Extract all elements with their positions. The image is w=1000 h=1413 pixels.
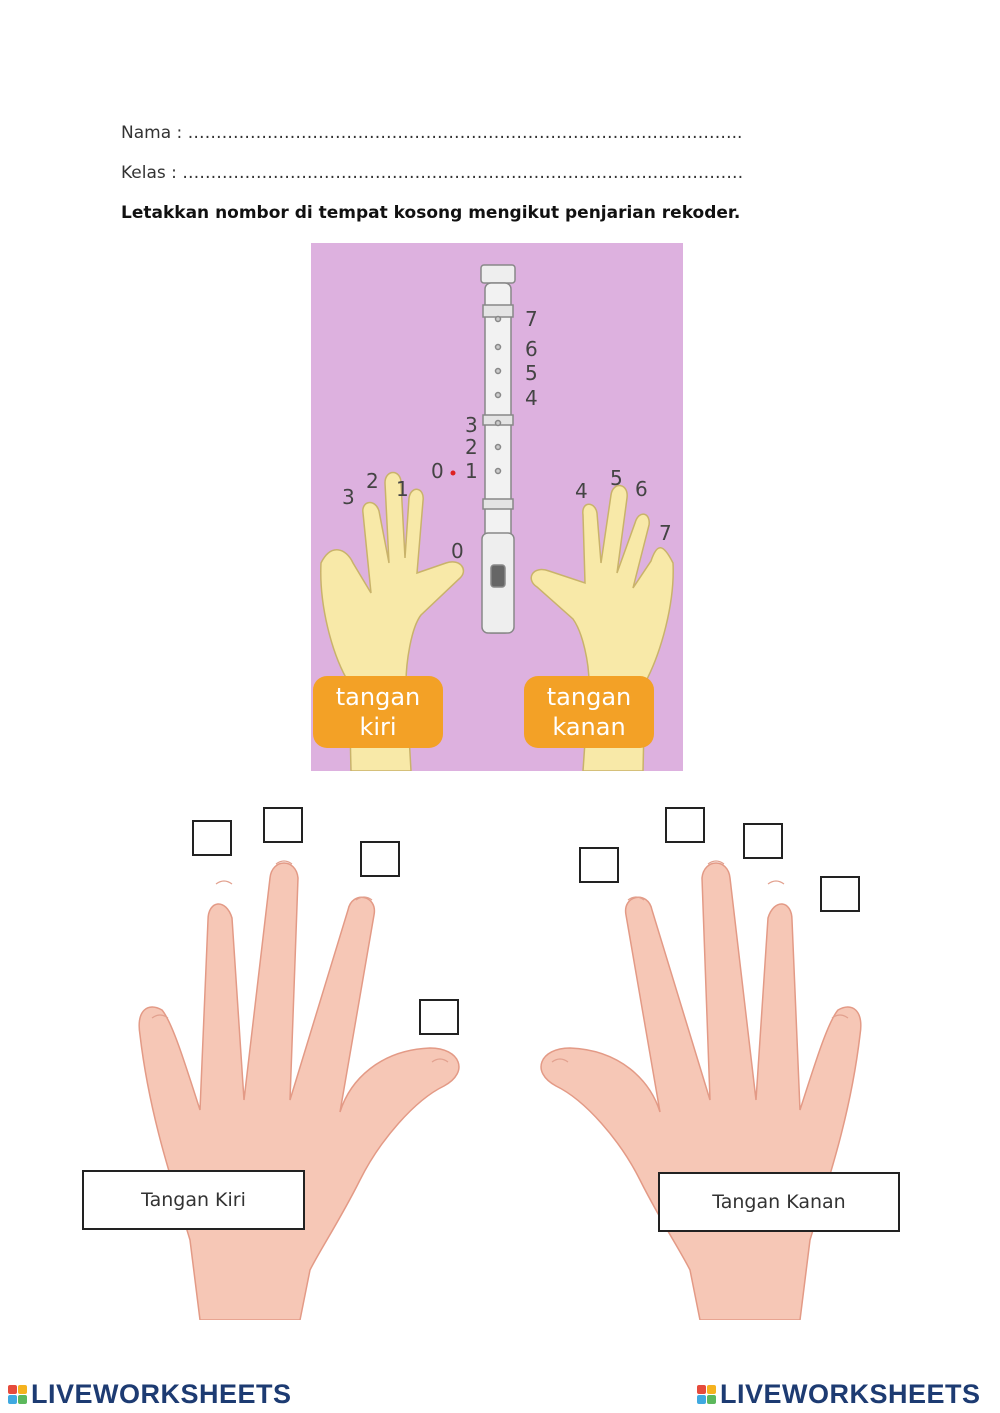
- reference-left-label: tangan kiri: [313, 676, 443, 748]
- instruction-text: Letakkan nombor di tempat kosong mengiku…: [121, 203, 741, 223]
- left-finger-number-0: 0: [451, 539, 464, 563]
- recorder-icon: [480, 264, 516, 634]
- footer-brand-right: LIVEWORKSHEETS: [697, 1379, 981, 1410]
- right-finger-number-7: 7: [659, 521, 672, 545]
- answer-box-right-middle[interactable]: [665, 807, 705, 843]
- answer-box-right-ring[interactable]: [743, 823, 783, 859]
- answer-box-left-middle[interactable]: [263, 807, 303, 843]
- recorder-number-4: 4: [525, 386, 538, 410]
- reference-right-label-line2: kanan: [552, 713, 626, 741]
- thumb-hole-dot: [450, 470, 456, 476]
- right-hand-label: Tangan Kanan: [658, 1172, 900, 1232]
- answer-box-left-ring[interactable]: [192, 820, 232, 856]
- right-hand-image: [540, 862, 862, 1320]
- recorder-number-2: 2: [465, 435, 478, 459]
- recorder-number-3: 3: [465, 413, 478, 437]
- recorder-number-6: 6: [525, 337, 538, 361]
- class-field: Kelas : ………………………………………………………………………………………: [121, 163, 744, 183]
- left-hand-image: [138, 862, 460, 1320]
- right-finger-number-5: 5: [610, 466, 623, 490]
- reference-left-label-line1: tangan: [335, 683, 421, 711]
- brand-text-left: LIVEWORKSHEETS: [31, 1379, 292, 1409]
- left-finger-number-3: 3: [342, 485, 355, 509]
- reference-right-label-line1: tangan: [546, 683, 632, 711]
- recorder-number-5: 5: [525, 361, 538, 385]
- recorder-number-7: 7: [525, 307, 538, 331]
- liveworksheets-logo-icon: [8, 1385, 27, 1404]
- footer-brand-left: LIVEWORKSHEETS: [8, 1379, 292, 1410]
- answer-box-right-index[interactable]: [579, 847, 619, 883]
- recorder-number-1: 1: [465, 459, 478, 483]
- liveworksheets-logo-icon: [697, 1385, 716, 1404]
- right-finger-number-4: 4: [575, 479, 588, 503]
- right-finger-number-6: 6: [635, 477, 648, 501]
- left-hand-creases: [151, 860, 449, 1063]
- recorder-number-0: 0: [431, 459, 444, 483]
- reference-right-label: tangan kanan: [524, 676, 654, 748]
- answer-box-right-little[interactable]: [820, 876, 860, 912]
- brand-text-right: LIVEWORKSHEETS: [720, 1379, 981, 1409]
- left-finger-number-1: 1: [396, 477, 409, 501]
- answer-box-left-index[interactable]: [360, 841, 400, 877]
- reference-left-label-line2: kiri: [359, 713, 397, 741]
- right-hand-creases: [551, 860, 849, 1063]
- name-field: Nama : …………………………………………………………………………………….…: [121, 123, 743, 143]
- answer-box-left-thumb[interactable]: [419, 999, 459, 1035]
- left-finger-number-2: 2: [366, 469, 379, 493]
- left-hand-label: Tangan Kiri: [82, 1170, 305, 1230]
